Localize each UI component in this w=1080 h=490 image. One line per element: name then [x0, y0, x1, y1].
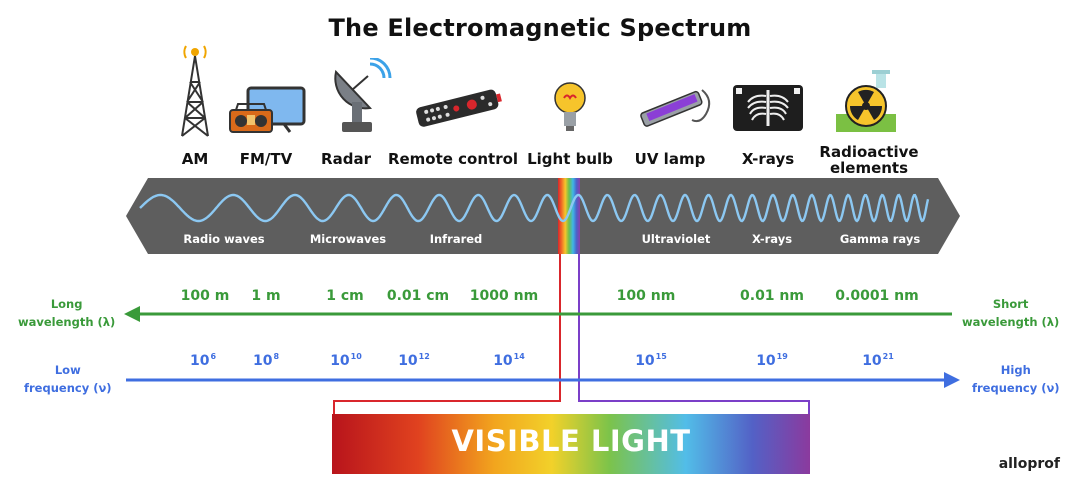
source-label-light-bulb: Light bulb — [527, 150, 613, 168]
source-label-am: AM — [181, 150, 209, 168]
wave-line — [139, 193, 930, 223]
wavelength-value: 1000 nm — [469, 288, 539, 304]
long-wavelength-label: Long wavelength (λ) — [18, 295, 115, 331]
high-frequency-line1: High — [1000, 363, 1031, 377]
source-label-radioactive-elements: Radioactive elements — [819, 143, 919, 177]
high-frequency-label: High frequency (ν) — [972, 361, 1060, 397]
frequency-value: 1014 — [493, 352, 525, 369]
frequency-value: 1021 — [862, 352, 894, 369]
long-wavelength-line1: Long — [50, 297, 83, 311]
wavelength-value: 100 nm — [616, 288, 676, 304]
visible-light-bar — [332, 414, 810, 474]
band-label-ultraviolet: Ultraviolet — [642, 232, 711, 246]
page-title: The Electromagnetic Spectrum — [328, 14, 752, 42]
short-wavelength-line2: wavelength (λ) — [962, 315, 1060, 329]
long-wavelength-line2: wavelength (λ) — [18, 315, 116, 329]
wavelength-value: 1 m — [251, 288, 281, 304]
violet-connector-line — [578, 254, 810, 414]
frequency-value: 106 — [189, 352, 217, 369]
band-label-x-rays: X-rays — [752, 232, 792, 246]
radar-dish-icon — [334, 58, 392, 132]
frequency-value: 108 — [252, 352, 280, 369]
source-label-fm-tv: FM/TV — [239, 150, 293, 168]
brand-logo: alloprof — [998, 456, 1060, 472]
red-connector-line — [333, 254, 561, 414]
wavelength-value: 0.01 nm — [740, 288, 804, 304]
radioactive-icon — [836, 70, 896, 132]
wavelength-value: 1 cm — [326, 288, 364, 304]
wavelength-value: 0.01 cm — [386, 288, 450, 304]
visible-stripe — [558, 178, 580, 254]
wavelength-arrowhead — [124, 306, 140, 322]
radio-tv-icon — [229, 86, 306, 133]
low-frequency-label: Low frequency (ν) — [24, 361, 112, 397]
light-bulb-icon — [554, 82, 586, 131]
radio-tower-icon — [181, 45, 209, 137]
source-label-uv-lamp: UV lamp — [634, 150, 706, 168]
uv-lamp-icon — [640, 89, 711, 127]
band-labels: Radio waves Microwaves Infrared Ultravio… — [183, 232, 920, 246]
frequency-value: 1015 — [635, 352, 667, 369]
band-label-radio-waves: Radio waves — [183, 232, 264, 246]
low-frequency-line2: frequency (ν) — [24, 381, 112, 395]
short-wavelength-label: Short wavelength (λ) — [962, 295, 1059, 331]
source-label-remote-control: Remote control — [387, 150, 519, 168]
source-label-x-rays: X-rays — [741, 150, 795, 168]
high-frequency-line2: frequency (ν) — [972, 381, 1060, 395]
visible-light-label: VISIBLE LIGHT — [451, 424, 691, 458]
band-label-gamma-rays: Gamma rays — [840, 232, 921, 246]
low-frequency-line1: Low — [54, 363, 81, 377]
wavelength-value: 0.0001 nm — [835, 288, 919, 304]
short-wavelength-line1: Short — [992, 297, 1029, 311]
frequency-value: 1012 — [398, 352, 430, 369]
source-label-radar: Radar — [321, 150, 371, 168]
remote-control-icon — [416, 89, 502, 127]
wavelength-value: 100 m — [180, 288, 230, 304]
xray-film-icon — [733, 85, 803, 131]
frequency-value: 1019 — [756, 352, 788, 369]
band-label-microwaves: Microwaves — [310, 232, 386, 246]
band-label-infrared: Infrared — [430, 232, 483, 246]
frequency-value: 1010 — [330, 352, 362, 369]
frequency-arrowhead — [944, 372, 960, 388]
